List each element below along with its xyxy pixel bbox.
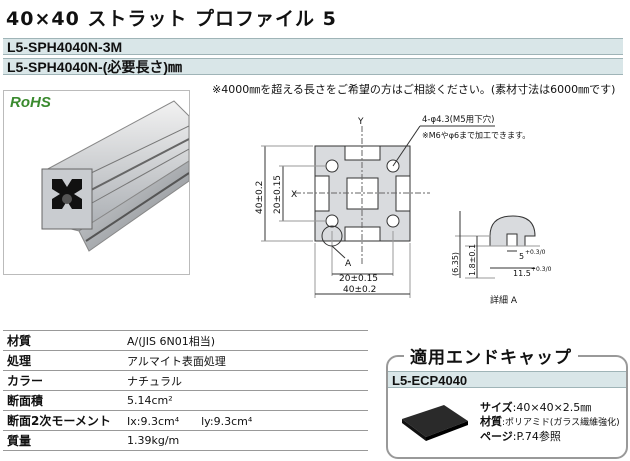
endcap-page-value: :P.74参照 [512,430,561,443]
spec-value: Ix:9.3cm⁴ ly:9.3cm⁴ [123,410,368,431]
length-note: ※4000㎜を超える長さをご希望の方はご相談ください。(素材寸法は6000㎜です… [212,83,616,96]
detail-dim-3-tol: +0.3/0 [525,249,546,256]
endcap-info: サイズ:40×40×2.5㎜ 材質:ポリアミド(ガラス繊維強化) ページ:P.7… [480,401,620,444]
detail-marker: A [345,259,352,269]
hole-note-1: 4-φ4.3(M5用下穴) [422,114,494,125]
dim-inner-horizontal: 20±0.15 [339,274,378,284]
axis-x-label: X [291,190,297,200]
dim-inner-vertical: 20±0.15 [273,175,283,214]
detail-a: (6.35) 1.8±0.1 5 +0.3/0 11.5 +0.3/0 詳細 A [451,211,552,306]
rohs-badge: RoHS [10,94,51,111]
axis-y-label: Y [357,117,364,127]
endcap-size-value: :40×40×2.5㎜ [512,401,592,414]
dim-outer-horizontal: 40±0.2 [343,285,376,295]
endcap-code: L5-ECP4040 [388,371,626,388]
endcap-size-label: サイズ [480,401,513,414]
spec-value: ナチュラル [123,370,368,391]
dim-outer-vertical: 40±0.2 [255,181,265,214]
endcap-page-label: ページ [480,430,513,443]
part-number-custom-length: L5-SPH4040N-(必要長さ)㎜ [3,58,623,75]
spec-row: 処理アルマイト表面処理 [3,350,368,371]
detail-dim-2: 1.8±0.1 [468,244,477,276]
endcap-material-value: :ポリアミド(ガラス繊維強化) [502,418,620,428]
cross-section-drawing: Y X 4-φ4.3(M5用下穴) ※M6やφ6まで加工できます。 40±0.2… [255,114,552,306]
detail-label: 詳細 A [490,294,518,306]
spec-value: 5.14cm² [123,390,368,411]
spec-label: 材質 [3,330,123,351]
detail-dim-4-tol: +0.3/0 [531,266,552,273]
part-number-3m: L5-SPH4040N-3M [3,38,623,55]
spec-label: カラー [3,370,123,391]
product-photo: RoHS [3,90,190,275]
endcap-image [402,405,468,441]
endcap-panel: 適用エンドキャップ L5-ECP4040 サイズ:40×40×2.5㎜ 材質:ポ… [386,343,628,459]
spec-label: 断面2次モーメント [3,410,123,431]
detail-dim-4: 11.5 [513,269,531,278]
page-title: 40×40 ストラット プロファイル 5 [6,8,337,30]
endcap-title: 適用エンドキャップ [404,343,578,368]
detail-dim-3: 5 [519,252,524,261]
endcap-material-label: 材質 [480,415,502,428]
spec-value: 1.39kg/m [123,430,368,451]
detail-dim-1: (6.35) [451,252,460,276]
extrusion-illustration [41,100,189,252]
spec-value: A/(JIS 6N01相当) [123,330,368,351]
spec-label: 質量 [3,430,123,451]
hole-note-2: ※M6やφ6まで加工できます。 [422,130,530,140]
spec-label: 処理 [3,350,123,371]
spec-value: アルマイト表面処理 [123,350,368,371]
spec-label: 断面積 [3,390,123,411]
spec-row: カラーナチュラル [3,370,368,391]
